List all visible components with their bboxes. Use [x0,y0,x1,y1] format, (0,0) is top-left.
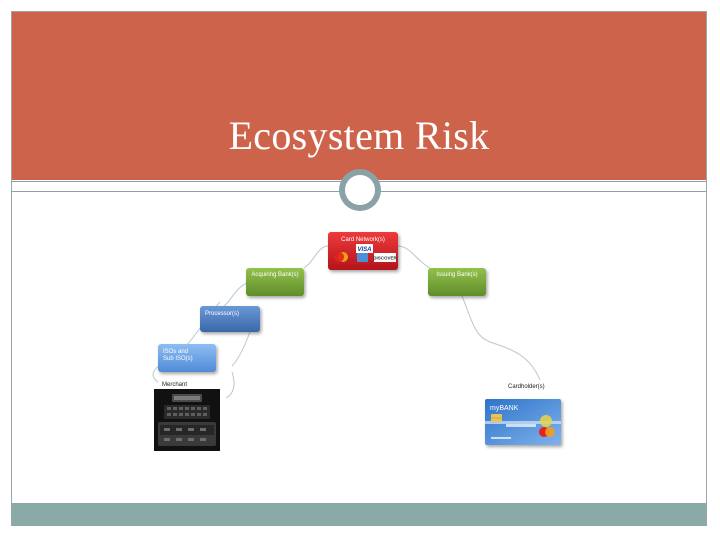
acquiring-banks-node [246,268,304,296]
connector-issuer-cardholder [461,295,541,381]
amex-logo [357,253,368,262]
footer-band [12,503,706,526]
acquiring-banks-label: Acquiring Bank(s) [251,272,298,278]
issuing-banks-label: Issuing Bank(s) [436,272,477,278]
bank-card-brand: myBANK [490,405,519,412]
isos-label-line2: Sub ISO(s) [163,356,193,362]
connector-network-issuer [397,245,431,269]
title-band [12,12,706,180]
hologram-icon [540,415,552,427]
connector-lines [152,245,541,399]
issuing-banks-node [428,268,486,296]
processors-label: Processor(s) [205,311,239,317]
connector-iso-merchant-left [152,364,161,383]
discover-logo [374,253,396,262]
cardholders-label: Cardholder(s) [508,384,545,390]
mastercard-logo-left [334,252,344,262]
visa-logo-text: VISA [357,247,371,253]
cash-register-icon [154,389,220,451]
card-networks-label: Card Network(s) [341,237,385,243]
slide-title: Ecosystem Risk [228,113,490,158]
credit-card-icon [485,399,561,445]
connector-network-acquirer [303,245,329,269]
card-logos: VISA DISCOVER [334,244,397,262]
merchant-label: Merchant [162,382,187,388]
processors-node [200,306,260,332]
mastercard-small-right [545,427,555,437]
discover-logo-text: DISCOVER [373,256,397,261]
connector-iso-merchant-right [225,371,235,399]
ring-ornament [339,169,381,211]
isos-node [158,344,216,372]
isos-label-line1: ISOs and [163,349,188,355]
connector-processor-iso-right [231,331,251,367]
visa-logo [356,244,373,253]
